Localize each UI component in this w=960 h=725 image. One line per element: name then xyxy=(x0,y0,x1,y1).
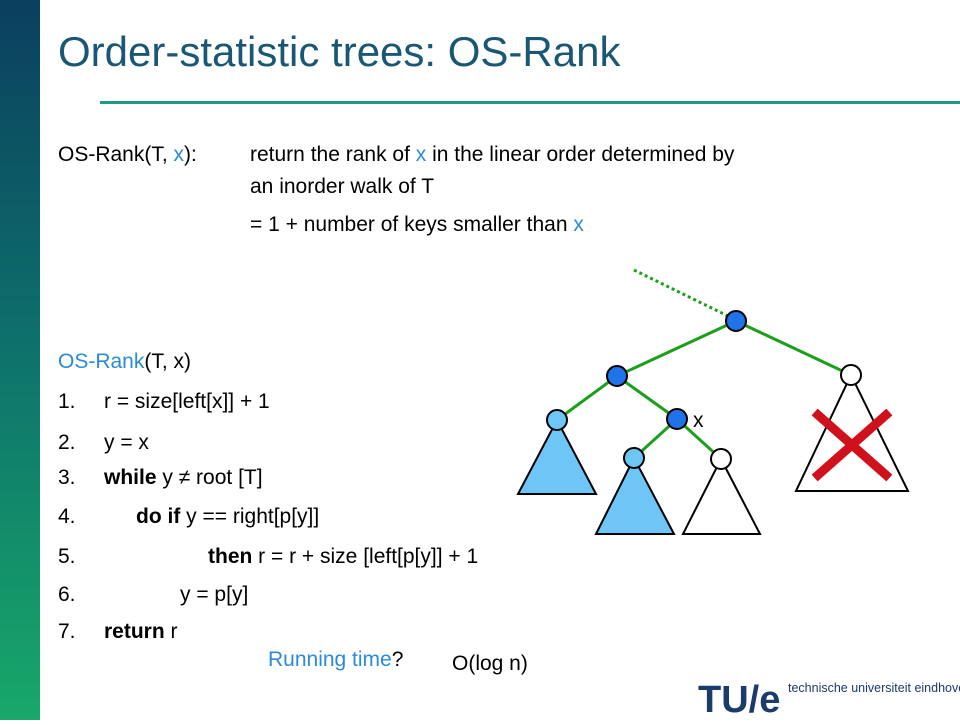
definition-line-1: return the rank of x in the linear order… xyxy=(250,143,735,166)
running-time-answer: O(log n) xyxy=(452,652,528,675)
tree-edge xyxy=(616,319,737,378)
code-line-number: 7. xyxy=(58,620,76,643)
x-right-subtree-triangle xyxy=(681,456,762,535)
code-line-number: 4. xyxy=(58,505,76,528)
tree-node xyxy=(840,364,862,386)
title-underline xyxy=(100,101,960,104)
tree-edge xyxy=(556,374,618,422)
tue-logo-text: TU/e xyxy=(698,679,780,720)
code-line-number: 6. xyxy=(58,583,76,606)
code-line-number: 5. xyxy=(58,545,76,568)
definition-line-3: = 1 + number of keys smaller than x xyxy=(250,213,584,236)
code-line: y = x xyxy=(104,431,149,454)
dotted-parent-edge xyxy=(633,268,733,320)
x-left-subtree-triangle xyxy=(594,455,676,535)
code-line: while y ≠ root [T] xyxy=(104,466,263,489)
tree-edge xyxy=(616,374,678,421)
tree-node xyxy=(606,365,628,387)
tree-node xyxy=(546,409,568,431)
root-right-subtree-triangle xyxy=(794,372,910,492)
definition-signature: OS-Rank(T, x): xyxy=(58,143,197,166)
code-line: then r = r + size [left[p[y]] + 1 xyxy=(208,545,479,568)
code-line: do if y == right[p[y]] xyxy=(136,505,320,528)
cross-mark-icon xyxy=(811,408,893,482)
tree-node xyxy=(623,447,645,469)
code-line-number: 2. xyxy=(58,431,76,454)
tue-logo: TU/e technische universiteit eindhoven xyxy=(698,672,960,721)
tree-node xyxy=(710,448,732,470)
tree-node-root xyxy=(725,310,747,332)
code-line: y = p[y] xyxy=(180,583,249,606)
code-line-number: 1. xyxy=(58,390,76,413)
algorithm-header: OS-Rank(T, x) xyxy=(58,350,192,373)
code-line: r = size[left[x]] + 1 xyxy=(104,390,270,413)
code-line: return r xyxy=(104,620,178,643)
sidebar-gradient-bar xyxy=(0,0,40,720)
slide-title: Order-statistic trees: OS-Rank xyxy=(58,28,621,75)
tree-node-x xyxy=(666,408,688,430)
tue-logo-mark: TU/e technische universiteit eindhoven xyxy=(698,679,960,721)
node-x-label: x xyxy=(693,409,704,432)
left-subtree-triangle xyxy=(516,417,598,495)
definition-line-2: an inorder walk of T xyxy=(250,175,435,198)
tree-edge xyxy=(735,319,852,377)
running-time-question: Running time? xyxy=(268,648,404,671)
code-line-number: 3. xyxy=(58,466,76,489)
institution-name: technische universiteit eindhoven xyxy=(788,681,960,695)
